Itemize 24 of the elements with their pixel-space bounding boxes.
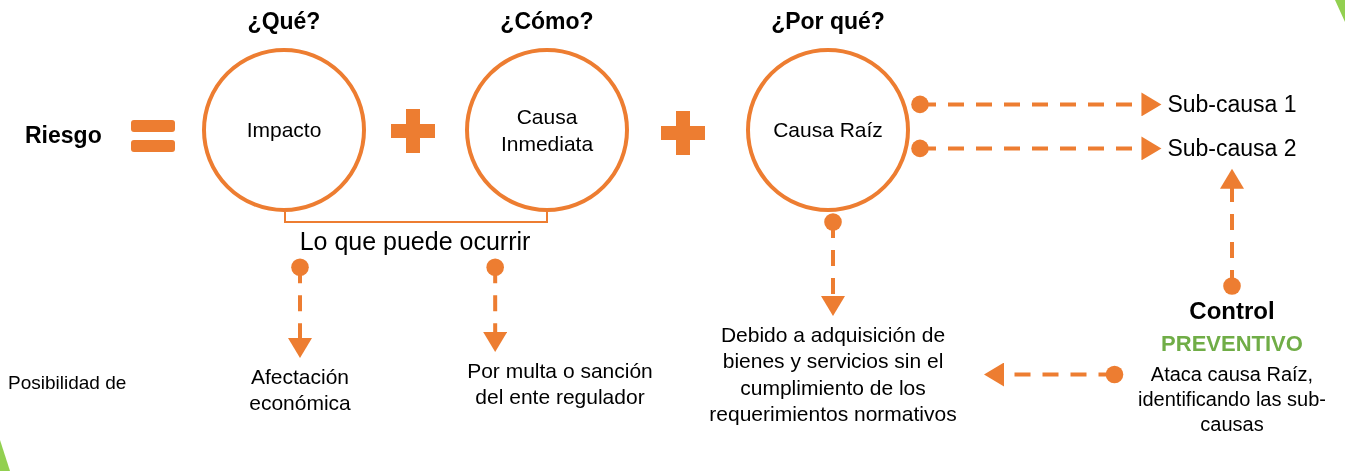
- text-label: Posibilidad de: [8, 372, 127, 394]
- dashed-arrow: [911, 136, 1162, 161]
- control-heading: Control: [1189, 296, 1275, 326]
- node-text: Sub-causa 2: [1167, 134, 1297, 163]
- heading: ¿Cómo?: [500, 8, 594, 35]
- node-text: Impacto: [246, 117, 322, 144]
- node-text: Sub-causa 1: [1167, 90, 1297, 119]
- heading: ¿Qué?: [247, 8, 321, 35]
- dashed-arrow: [821, 213, 845, 316]
- dashed-arrow: [288, 258, 312, 358]
- control-description: Ataca causa Raíz, identificando las sub-causas: [1137, 361, 1327, 437]
- node-text: Causa Inmediata: [499, 103, 595, 157]
- control-type: PREVENTIVO: [1161, 330, 1303, 358]
- node-text: Afectación económica: [210, 364, 390, 417]
- node-text: Lo que puede ocurrir: [299, 226, 531, 258]
- dashed-arrow: [911, 92, 1162, 117]
- heading: ¿Por qué?: [771, 8, 885, 35]
- dashed-arrow: [984, 362, 1124, 387]
- equation-term: Riesgo: [25, 122, 102, 149]
- node-text: Causa Raíz: [773, 117, 883, 144]
- node-text: Debido a adquisición de bienes y servicios sin el cumplimiento de los requerimientos normativos: [688, 322, 978, 427]
- dashed-arrow: [1220, 168, 1244, 295]
- node-text: Por multa o sanción del ente regulador: [460, 358, 660, 411]
- dashed-arrow: [483, 258, 508, 352]
